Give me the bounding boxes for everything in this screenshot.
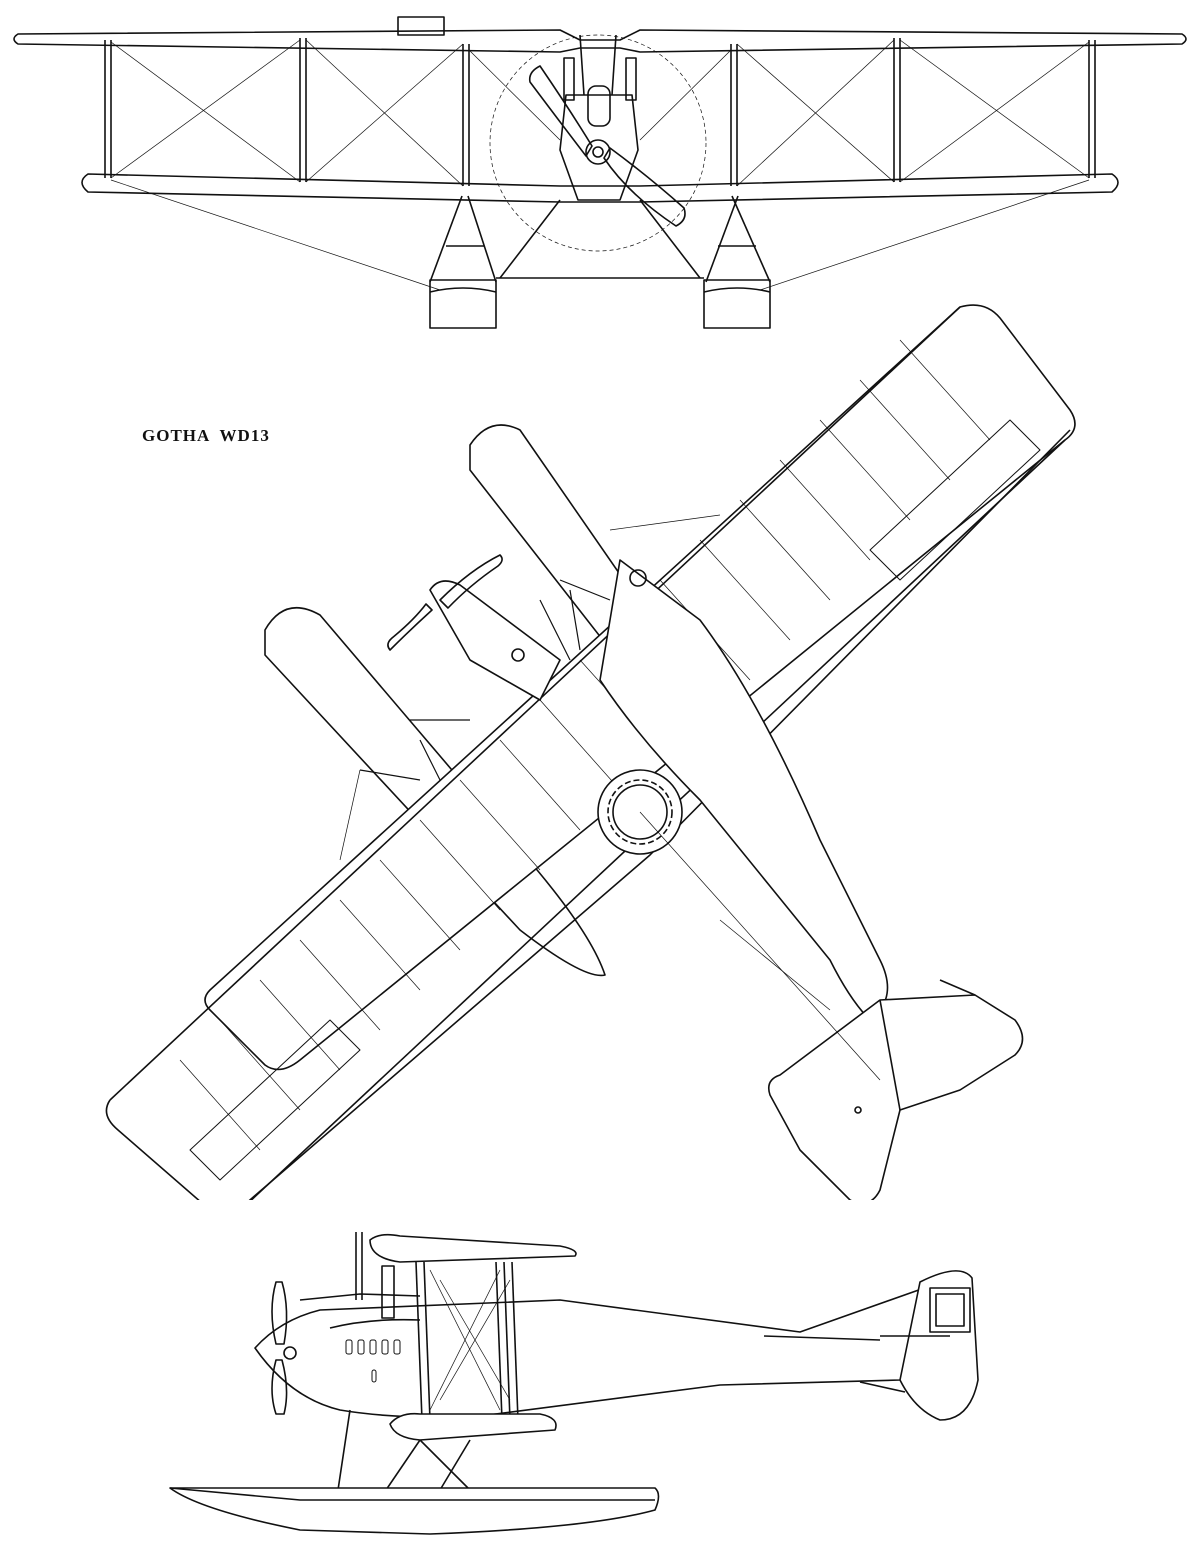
side-propeller bbox=[272, 1282, 296, 1414]
front-engine-nose bbox=[560, 35, 638, 200]
side-cooling-slots bbox=[346, 1340, 400, 1382]
side-bracing-wires bbox=[430, 1270, 510, 1410]
plan-ailerons bbox=[190, 420, 1040, 1180]
front-lower-wing bbox=[82, 174, 1118, 202]
front-view bbox=[0, 0, 1200, 340]
plan-propeller bbox=[388, 555, 502, 650]
front-float-struts bbox=[430, 196, 770, 282]
plan-view bbox=[0, 300, 1200, 1200]
side-float bbox=[170, 1488, 659, 1534]
side-upper-wing bbox=[370, 1235, 576, 1262]
side-interplane-struts bbox=[416, 1262, 518, 1420]
plan-tailplane bbox=[769, 980, 1023, 1200]
side-engine bbox=[356, 1232, 394, 1318]
side-tail bbox=[764, 1271, 978, 1420]
front-propeller-blades bbox=[530, 66, 685, 226]
front-upper-wing bbox=[14, 17, 1186, 52]
front-bracing-wires bbox=[111, 40, 1089, 290]
side-view bbox=[0, 1210, 1200, 1550]
plan-float-struts bbox=[360, 580, 610, 780]
front-floats bbox=[430, 280, 770, 328]
front-propeller-disc bbox=[490, 35, 706, 251]
plan-rigging-wires bbox=[340, 515, 880, 1080]
side-lower-wing bbox=[390, 1414, 556, 1440]
drawing-title: GOTHA WD13 bbox=[142, 426, 270, 445]
side-float-struts bbox=[338, 1410, 470, 1490]
front-interplane-struts bbox=[105, 38, 1095, 186]
